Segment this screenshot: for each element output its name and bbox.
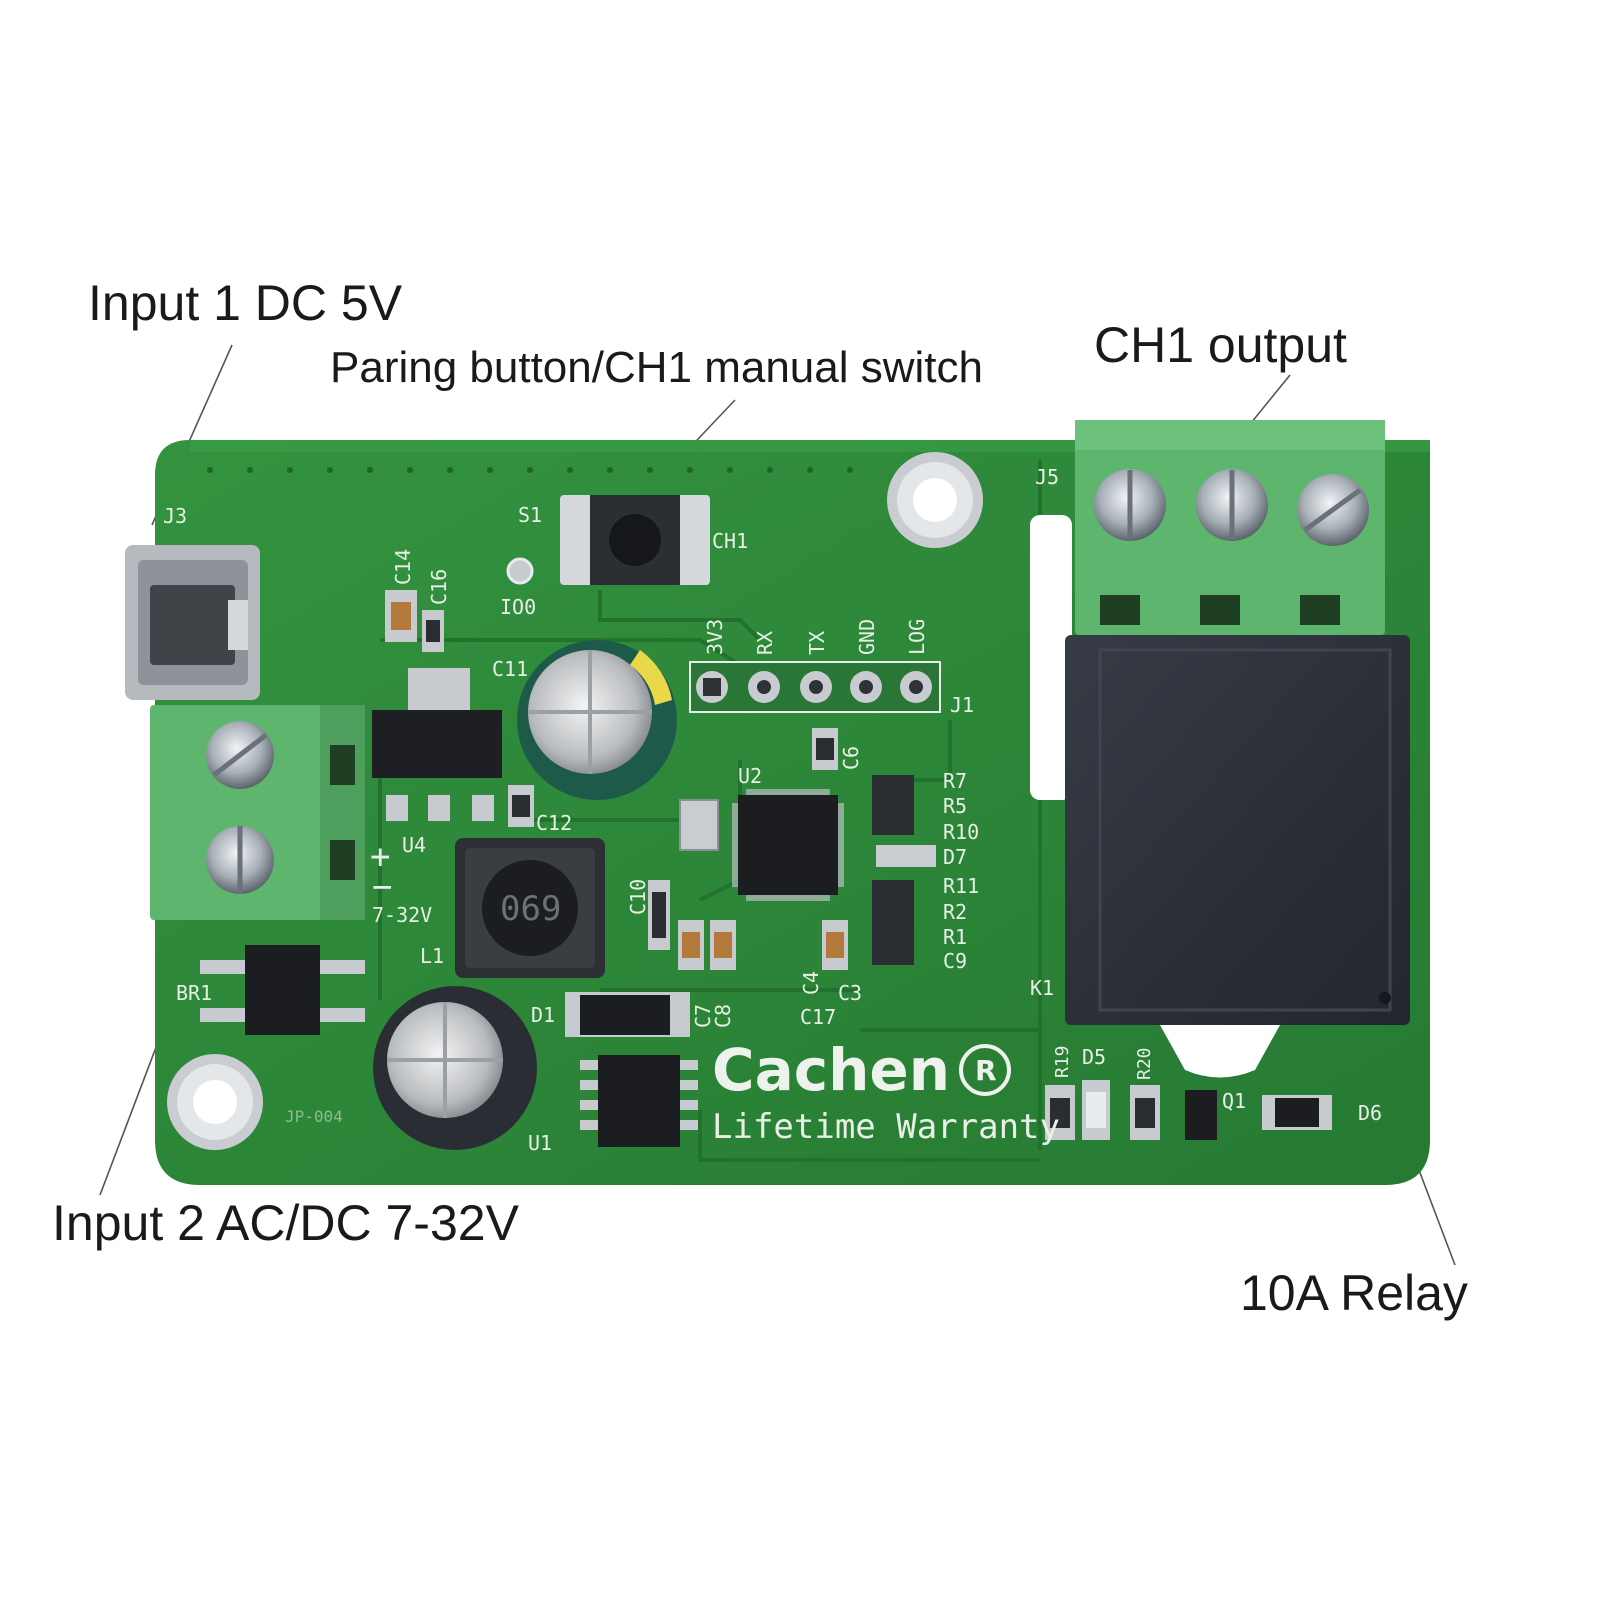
pin-label: RX: [753, 631, 777, 655]
callout-relay: 10A Relay: [1240, 1265, 1468, 1321]
ch1-output-terminal-block: [1075, 420, 1385, 635]
silkscreen-labels: J3 S1 CH1 IO0 C14 C16 C11 C12 U4 7-32V L…: [163, 465, 1382, 1155]
micro-usb-connector: [125, 545, 260, 700]
board-code: JP-004: [285, 1107, 343, 1126]
relay-10a: [1065, 635, 1410, 1078]
silk-s1: S1: [518, 503, 542, 527]
silk-j3: J3: [163, 504, 187, 528]
silk-r10: R10: [943, 820, 979, 844]
smd-components: [385, 590, 1332, 1140]
pcb-vias: [207, 467, 853, 473]
diode-d1: [565, 992, 690, 1037]
pin-label: GND: [855, 619, 879, 655]
inductor-l1: [455, 838, 605, 978]
capacitor-input: [373, 986, 537, 1150]
silk-d7: D7: [943, 845, 967, 869]
silk-r2: R2: [943, 900, 967, 924]
silk-q1: Q1: [1222, 1089, 1246, 1113]
header-j1: [689, 661, 941, 713]
silk-u4: U4: [402, 833, 426, 857]
callout-pairing: Paring button/CH1 manual switch: [330, 343, 983, 392]
silk-c8: C8: [711, 1004, 735, 1028]
resistor-array: [872, 775, 936, 965]
silk-br1: BR1: [176, 981, 212, 1005]
silk-r19: R19: [1052, 1045, 1073, 1078]
pin-label: LOG: [905, 619, 929, 655]
mounting-hole-top: [887, 452, 983, 548]
silk-c7: C7: [691, 1004, 715, 1028]
silk-d5: D5: [1082, 1045, 1106, 1069]
silk-ch1: CH1: [712, 529, 748, 553]
silk-c9: C9: [943, 949, 967, 973]
bridge-rectifier-br1: [200, 945, 365, 1035]
brand-warranty: Lifetime Warranty: [712, 1107, 1060, 1147]
regulator-u4: [372, 668, 502, 821]
polarity-minus: −: [372, 867, 392, 907]
branding: Cachen R Lifetime Warranty JP-004 069: [285, 889, 1060, 1147]
brand-logo: Cachen: [712, 1036, 950, 1104]
silk-c11: C11: [492, 657, 528, 681]
silk-l1: L1: [420, 944, 444, 968]
callout-ch1-output: CH1 output: [1094, 317, 1347, 373]
silk-j5: J5: [1035, 465, 1059, 489]
silk-c6: C6: [839, 746, 863, 770]
silk-c3: C3: [838, 981, 862, 1005]
silk-c16: C16: [427, 569, 451, 605]
mounting-hole-bottom: [167, 1054, 263, 1150]
silk-u2: U2: [738, 764, 762, 788]
pin-label: TX: [805, 631, 829, 655]
crystal: [679, 799, 719, 851]
silk-c12: C12: [536, 811, 572, 835]
silk-c10: C10: [626, 879, 650, 915]
silk-c17: C17: [800, 1005, 836, 1029]
header-pin-labels: 3V3 RX TX GND LOG: [703, 619, 929, 655]
silk-c14: C14: [391, 549, 415, 585]
input2-terminal-block: [150, 705, 365, 920]
callout-input1: Input 1 DC 5V: [88, 275, 403, 331]
polarity-plus: +: [370, 837, 390, 877]
silk-k1: K1: [1030, 976, 1054, 1000]
silk-d6: D6: [1358, 1101, 1382, 1125]
mcu-u2: [732, 789, 844, 901]
test-point-io0: [506, 557, 534, 585]
silk-j1: J1: [950, 693, 974, 717]
silk-u1: U1: [528, 1131, 552, 1155]
silk-r11: R11: [943, 874, 979, 898]
silk-r5: R5: [943, 794, 967, 818]
inductor-marking: 069: [500, 889, 561, 929]
silk-io0: IO0: [500, 595, 536, 619]
capacitor-c11: [517, 640, 677, 800]
silk-volt: 7-32V: [372, 903, 432, 927]
silk-c4: C4: [799, 971, 823, 995]
pairing-button-s1: [560, 495, 710, 585]
silk-d1: D1: [531, 1003, 555, 1027]
silk-r1: R1: [943, 925, 967, 949]
registered-icon: [959, 1044, 1011, 1096]
pin-label: 3V3: [703, 619, 727, 655]
registered-mark: R: [975, 1054, 997, 1087]
chip-u1: [580, 1055, 698, 1147]
silk-r20: R20: [1134, 1047, 1155, 1080]
pcb-slot: [1030, 515, 1072, 800]
silk-r7: R7: [943, 769, 967, 793]
callout-input2: Input 2 AC/DC 7-32V: [52, 1195, 519, 1251]
